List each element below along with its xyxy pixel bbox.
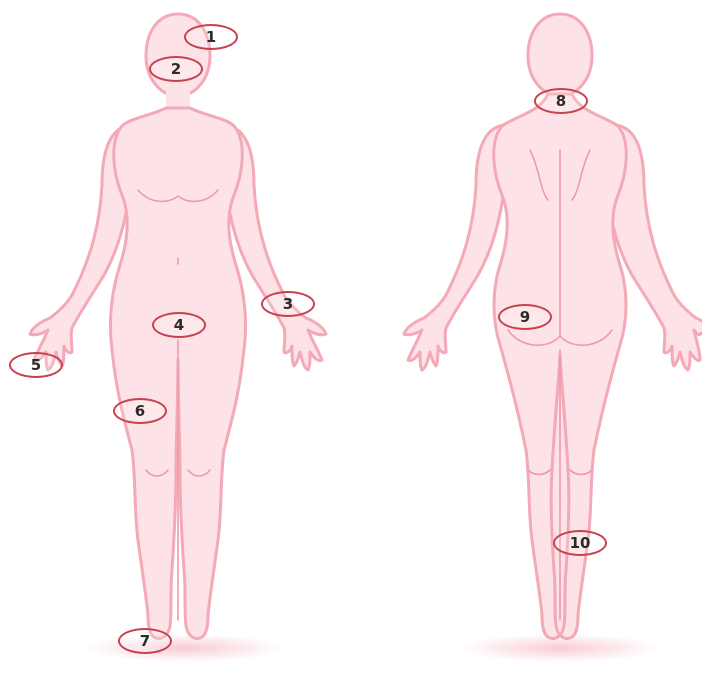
marker-5: 5 <box>9 352 63 378</box>
marker-6: 6 <box>113 398 167 424</box>
back-head <box>528 14 592 96</box>
marker-7: 7 <box>118 628 172 654</box>
marker-2: 2 <box>149 56 203 82</box>
marker-10: 10 <box>553 530 607 556</box>
marker-3: 3 <box>261 291 315 317</box>
back-figure-shadow <box>460 634 660 662</box>
marker-9: 9 <box>498 304 552 330</box>
marker-4: 4 <box>152 312 206 338</box>
marker-8: 8 <box>534 88 588 114</box>
marker-1: 1 <box>184 24 238 50</box>
back-left-arm <box>404 125 504 370</box>
front-figure-shadow <box>85 634 285 662</box>
